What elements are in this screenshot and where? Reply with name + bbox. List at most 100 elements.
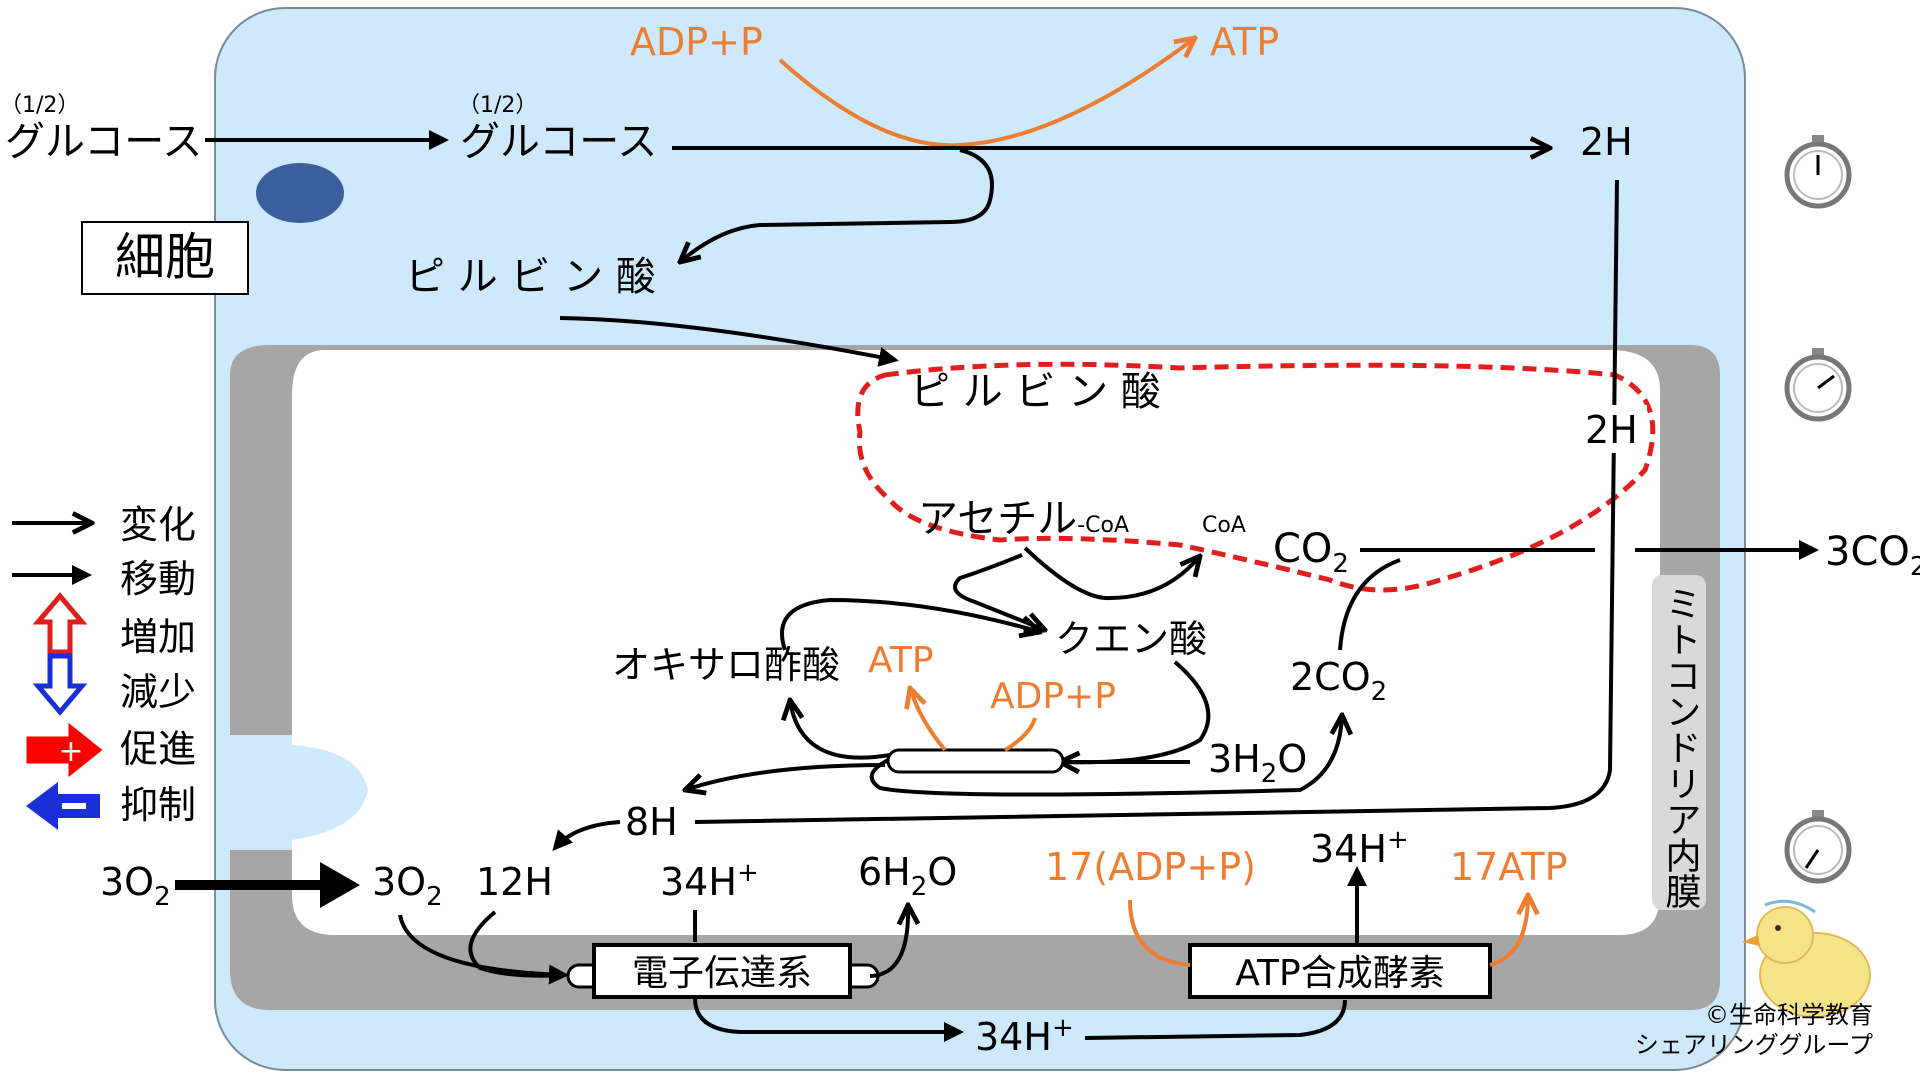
stopwatch-icon — [1784, 348, 1852, 422]
h12: 12H — [476, 860, 553, 904]
cell-label: 細胞 — [115, 228, 215, 286]
legend-move-label: 移動 — [120, 557, 196, 601]
o2-out: 3O2 — [100, 860, 171, 912]
atp-17: 17ATP — [1450, 845, 1568, 889]
pyruvate-mito: ピ ル ビ ン 酸 — [910, 369, 1161, 415]
legend-promote-plus: + — [58, 734, 83, 769]
h34-right-sup: + — [1387, 825, 1409, 855]
co2-out-text: 3CO — [1825, 529, 1910, 575]
proton-return-line — [1084, 999, 1347, 1040]
adp-p-top: ADP+P — [630, 20, 763, 64]
synthase-label: ATP合成酵素 — [1235, 953, 1445, 994]
h2o-6-text: 6H — [858, 850, 911, 894]
legend-increase-icon — [32, 592, 88, 655]
coa-release-arrow — [1023, 546, 1200, 601]
o2-out-sub: 2 — [154, 882, 171, 912]
h2-mid: 2H — [1585, 408, 1638, 452]
acetyl-suffix: -CoA — [1077, 513, 1129, 538]
acetyl-text: アセチル — [918, 496, 1077, 542]
tube-to-oxalo-arrow — [790, 700, 891, 760]
cycle-tube-loop — [869, 715, 1342, 797]
citrate: クエン酸 — [1055, 617, 1207, 661]
acetyl-coa: アセチル-CoA — [918, 496, 1129, 542]
o2-in-text: 3O — [372, 860, 426, 904]
matrix-region-outline — [855, 361, 1656, 593]
legend-change-label: 変化 — [120, 503, 196, 547]
co2-out-sub: 2 — [1910, 552, 1920, 582]
atp-gen-arrow-top — [778, 38, 1195, 148]
h2-transport-line — [694, 179, 1619, 824]
atp-cycle: ATP — [868, 640, 934, 681]
co2-2-text: 2CO — [1290, 655, 1371, 699]
cycle-atp-arrow — [910, 688, 947, 752]
h8: 8H — [625, 800, 678, 844]
pyruvate-transport-arrow — [559, 316, 899, 367]
glucose-outer: グルコース — [5, 119, 202, 165]
o2-in: 3O2 — [372, 860, 443, 912]
co2-2-sub: 2 — [1371, 677, 1388, 707]
mito-matrix — [292, 350, 1660, 935]
h34-bottom: 34H+ — [975, 1013, 1074, 1059]
co2-2: 2CO2 — [1290, 655, 1387, 707]
h34-in-text: 34H — [660, 860, 737, 904]
synthase-to-atp17-arrow — [1489, 895, 1528, 967]
h34-bottom-sup: + — [1052, 1013, 1074, 1043]
etc-to-h2o-arrow — [869, 905, 908, 978]
co2-label: CO2 — [1273, 526, 1349, 579]
h8-to-h12-arrow — [552, 820, 621, 852]
coa-label: CoA — [1202, 513, 1246, 538]
legend-increase-label: 増加 — [120, 615, 196, 659]
glucose-inner: グルコース — [460, 119, 657, 165]
acetyl-to-citrate-arrow — [953, 553, 1045, 630]
h34-right: 34H+ — [1310, 825, 1409, 871]
legend-promote-label: 促進 — [120, 727, 196, 771]
o2-out-text: 3O — [100, 860, 154, 904]
co2-text: CO — [1273, 526, 1332, 572]
h2o-6: 6H2O — [858, 850, 957, 902]
h2o-3: 3H2O — [1208, 737, 1307, 789]
co2-out: 3CO2 — [1825, 529, 1920, 582]
cycle-tube — [886, 748, 1065, 774]
h2o-3-o: O — [1277, 737, 1307, 781]
h2o-6-sub: 2 — [911, 872, 928, 902]
o2-transport-head — [320, 862, 360, 908]
oxalo-to-citrate-arrow — [780, 597, 1040, 651]
stopwatch-icon — [1784, 135, 1852, 209]
adp-17: 17(ADP+P) — [1045, 845, 1256, 889]
legend: 変化 移動 増加 減少 + 促進 抑制 — [12, 503, 196, 830]
h34-in-sup: + — [737, 858, 759, 888]
glycolysis-arrow — [680, 148, 994, 262]
o2-to-etc-arrow — [398, 914, 569, 985]
h12-to-etc-arrow — [468, 910, 566, 978]
o2-in-sub: 2 — [426, 882, 443, 912]
chick-mascot-icon — [1742, 899, 1871, 1018]
cell-label-box — [81, 221, 249, 295]
fraction-inner: （1/2） — [458, 93, 537, 118]
h2o-6-o: O — [927, 850, 957, 894]
h2o-3-sub: 2 — [1261, 759, 1278, 789]
co2-subscript: 2 — [1332, 549, 1349, 579]
co2-2-up-arrow — [1338, 558, 1401, 651]
legend-inhibit-minus — [62, 803, 86, 809]
legend-decrease-label: 減少 — [120, 670, 196, 714]
etc-box — [592, 943, 852, 999]
h34-bottom-text: 34H — [975, 1015, 1052, 1059]
fraction-outer: （1/2） — [0, 93, 79, 118]
nucleus — [256, 163, 344, 223]
adp17-to-synthase-arrow — [1128, 899, 1191, 967]
legend-promote-icon — [26, 722, 103, 778]
atp-top: ATP — [1210, 20, 1279, 64]
legend-decrease-icon — [32, 653, 88, 716]
stopwatch-icon — [1784, 810, 1852, 884]
etc-label: 電子伝達系 — [632, 953, 812, 994]
h2o-3-text: 3H — [1208, 737, 1261, 781]
h2-top: 2H — [1580, 120, 1633, 164]
proton-pump-arrow — [693, 997, 964, 1042]
credit-line1: ©生命科学教育 — [1705, 1001, 1873, 1029]
h34-in: 34H+ — [660, 858, 759, 904]
membrane-label-box — [1652, 575, 1706, 910]
h34-right-text: 34H — [1310, 827, 1387, 871]
membrane-label: ミトコンドリア内膜 — [1660, 585, 1701, 909]
cycle-adp-arrow — [1003, 717, 1037, 752]
